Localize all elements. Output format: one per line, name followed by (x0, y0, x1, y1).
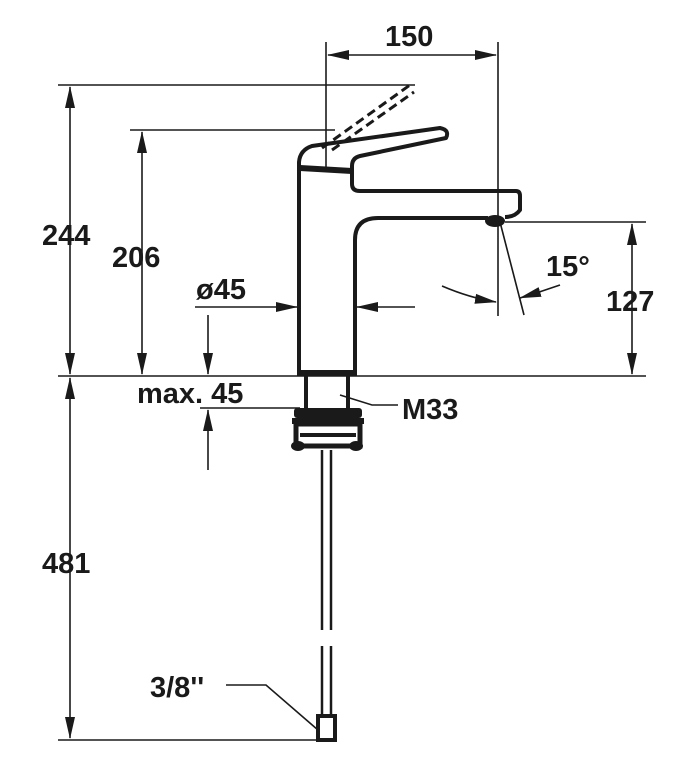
aerator (485, 215, 505, 227)
thread-shank (304, 376, 350, 408)
label-spout-height: 127 (606, 286, 654, 318)
mounting-nut (291, 408, 364, 451)
label-thread: M33 (402, 394, 458, 426)
hose-leader (226, 684, 319, 731)
dimension-lines (65, 50, 637, 739)
angle-line (499, 221, 525, 316)
angle-arc-right (519, 284, 561, 299)
supply-hose (316, 450, 337, 742)
spout-underside (353, 216, 488, 376)
label-total-height: 244 (42, 220, 90, 252)
label-hose-connection: 3/8'' (150, 672, 204, 704)
m33-leader (339, 394, 398, 406)
label-body-diameter: ø45 (196, 274, 246, 306)
handle-open-position-1 (321, 83, 411, 150)
label-spout-angle: 15° (546, 251, 590, 283)
label-spout-reach: 150 (385, 21, 433, 53)
body-base (301, 370, 353, 376)
label-hose-length: 481 (42, 548, 90, 580)
faucet (291, 83, 522, 742)
label-max-deck-thickness: max. 45 (137, 378, 243, 410)
angle-arc-left (441, 285, 497, 304)
faucet-body-outline (297, 126, 522, 376)
hose-fitting (316, 714, 337, 742)
handle-joint (299, 165, 353, 174)
label-handle-height: 206 (112, 242, 160, 274)
